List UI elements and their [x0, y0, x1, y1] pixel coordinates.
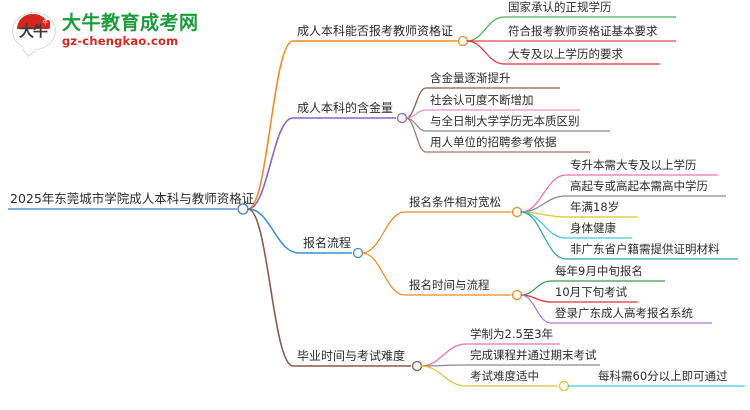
- mindmap-connector: [420, 365, 467, 387]
- mindmap-node-3[interactable]: 大专及以上学历的要求: [508, 46, 623, 61]
- mindmap-node-handle[interactable]: [237, 203, 249, 215]
- logo-badge-icon: 牛: [41, 20, 50, 29]
- mindmap-node-handle[interactable]: [457, 35, 469, 47]
- mindmap-node-10[interactable]: 报名条件相对宽松: [409, 194, 501, 209]
- mindmap-node-handle[interactable]: [411, 360, 423, 372]
- mindmap-connector: [247, 208, 300, 254]
- mindmap-connector: [466, 16, 505, 42]
- mindmap-connector: [520, 211, 567, 239]
- mindmap-connector: [520, 211, 567, 260]
- mindmap-node-13[interactable]: 年满18岁: [570, 199, 620, 214]
- mindmap-connector: [466, 40, 505, 65]
- mindmap-root-node[interactable]: 2025年东莞城市学院成人本科与教师资格证: [10, 190, 255, 206]
- mindmap-node-0[interactable]: 成人本科能否报考教师资格证: [297, 24, 454, 38]
- site-logo: 大牛 牛 大牛教育成考网 gz-chengkao.com: [12, 8, 202, 54]
- mindmap-connector: [361, 252, 406, 296]
- mindmap-node-handle[interactable]: [511, 289, 523, 301]
- logo-mark-icon: 大牛 牛: [12, 10, 56, 52]
- mindmap-node-23[interactable]: 考试难度适中: [470, 368, 539, 383]
- mindmap-node-17[interactable]: 每年9月中旬报名: [555, 263, 643, 278]
- mindmap-node-8[interactable]: 用人单位的招聘参考依据: [430, 134, 557, 149]
- mindmap-node-handle[interactable]: [558, 380, 570, 392]
- mindmap-connector: [420, 343, 467, 367]
- mindmap-node-12[interactable]: 高起专或高起本需高中学历: [570, 178, 708, 193]
- mindmap-connector: [361, 211, 406, 254]
- mindmap-node-1[interactable]: 国家承认的正规学历: [508, 0, 612, 14]
- mindmap-node-19[interactable]: 登录广东成人高考报名系统: [555, 305, 693, 320]
- mindmap-node-20[interactable]: 毕业时间与考试难度: [297, 349, 406, 363]
- mindmap-node-6[interactable]: 社会认可度不断增加: [430, 92, 534, 107]
- mindmap-node-2[interactable]: 符合报考教师资格证基本要求: [508, 23, 658, 38]
- mindmap-node-18[interactable]: 10月下旬考试: [555, 284, 628, 299]
- mindmap-node-16[interactable]: 报名时间与流程: [409, 277, 490, 292]
- logo-title: 大牛教育成考网: [62, 11, 199, 34]
- mindmap-node-14[interactable]: 身体健康: [570, 220, 616, 235]
- mindmap-connector: [247, 117, 294, 210]
- mindmap-node-handle[interactable]: [511, 206, 523, 218]
- mindmap-connector: [520, 195, 567, 213]
- mindmap-node-4[interactable]: 成人本科的含金量: [297, 101, 394, 115]
- mindmap-connector: [405, 87, 427, 119]
- mindmap-connector: [520, 280, 552, 296]
- mindmap-connector: [520, 294, 552, 324]
- mindmap-node-22[interactable]: 完成课程并通过期末考试: [470, 347, 597, 362]
- logo-url: gz-chengkao.com: [62, 34, 179, 49]
- mindmap-node-handle[interactable]: [352, 247, 364, 259]
- mindmap-node-handle[interactable]: [396, 112, 408, 124]
- logo-mark-glyph: 大牛: [18, 22, 48, 40]
- mindmap-connector: [247, 208, 294, 367]
- mindmap-connector: [405, 117, 427, 153]
- mindmap-node-15[interactable]: 非广东省户籍需提供证明材料: [570, 241, 720, 256]
- mindmap-connector: [247, 40, 294, 210]
- mindmap-node-5[interactable]: 含金量逐渐提升: [430, 70, 511, 85]
- logo-text-block: 大牛教育成考网 gz-chengkao.com: [62, 11, 199, 50]
- mindmap-node-9[interactable]: 报名流程: [303, 236, 352, 250]
- mindmap-node-21[interactable]: 学制为2.5至3年: [470, 326, 554, 341]
- mindmap-node-11[interactable]: 专升本需大专及以上学历: [570, 157, 697, 172]
- mindmap-node-7[interactable]: 与全日制大学学历无本质区别: [430, 113, 580, 128]
- mindmap-connector: [520, 174, 567, 213]
- mindmap-node-24[interactable]: 每科需60分以上即可通过: [598, 368, 728, 383]
